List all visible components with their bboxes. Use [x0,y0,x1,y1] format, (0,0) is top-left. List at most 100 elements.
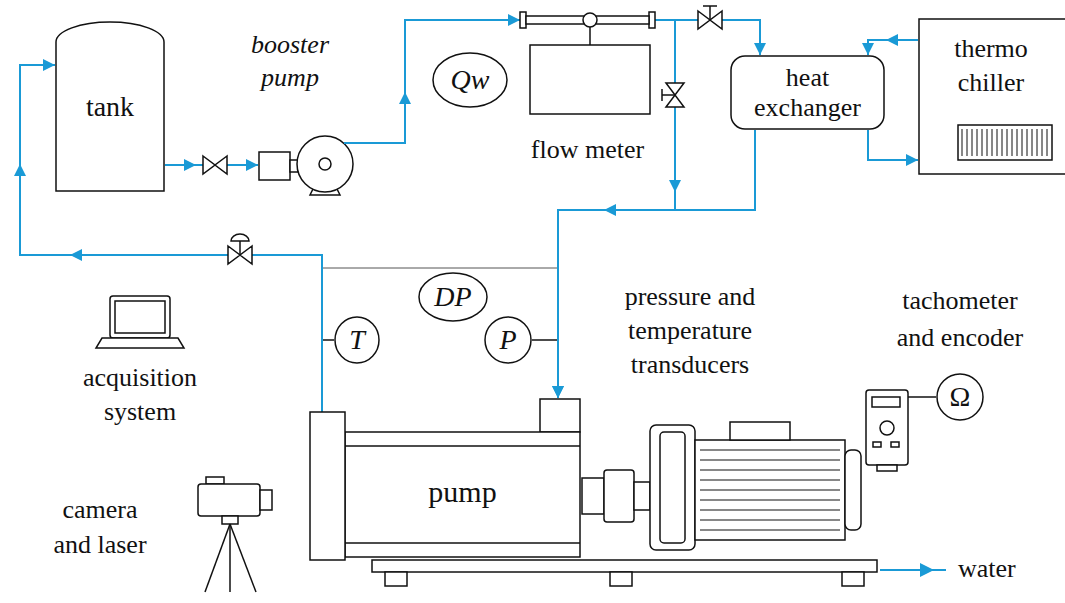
valve-part [703,5,717,7]
drive-unit-part [877,465,897,471]
camera-icon-part [198,484,260,516]
valve-part [662,94,675,96]
temperature-transducer-shape [335,317,379,363]
motor-part [730,422,790,440]
base-frame-part [372,560,877,572]
laptop-icon-part [115,301,165,333]
water-pipe [356,20,520,143]
motor-fins-part [700,460,840,461]
test-pump-shape [310,398,580,560]
flow-arrow-part [886,34,898,46]
base-frame-part [385,572,407,586]
booster-pump-outline [258,135,356,195]
tachometer-caption: tachometer and encoder [885,282,1035,356]
legend-text: water [958,553,1016,585]
pressure-transducer: P [484,316,532,364]
tachometer-encoder: Ω [936,373,984,421]
coupling-part [604,470,634,522]
base-frame-part [842,572,864,586]
node-label: DP [434,280,471,314]
node-label: flow meter [505,134,670,165]
drive-unit [866,390,936,471]
node-label: Qw [451,63,490,97]
water-pipe [655,20,760,55]
flow-arrow-part [604,204,616,216]
node-label: pump [345,474,580,510]
tachometer-encoder-shape [937,374,983,420]
valve [698,6,722,29]
flow-arrow-part [70,249,82,261]
valve-part [203,156,227,174]
drive-unit-part [880,421,894,435]
motor-fins-part [700,510,840,511]
node-label: heat exchanger [748,63,868,123]
flow-gauge-shape [433,53,507,107]
control-valve-part [231,234,249,241]
camera-icon-part [222,516,238,524]
temperature-transducer: T [334,316,380,364]
flow-meter-shape [520,12,655,114]
pressure-transducer-shape [485,317,531,363]
flow-meter: flow meter [520,8,655,115]
test-pump: pump [308,398,582,560]
sensor-taps-part [532,339,558,341]
valve-part [709,6,711,20]
control-valve [228,234,252,264]
motor-fins [700,450,840,530]
motor-fins-part [700,530,840,531]
laptop-icon-part [110,296,170,338]
camera-icon-part [205,524,230,592]
flow-arrow-part [184,159,196,171]
motor-fins-part [700,450,840,451]
drive-unit-part [872,397,900,407]
motor-part [660,432,685,543]
node-label: T [349,323,365,357]
drive-unit-part [866,390,908,465]
tank-vessel: tank [55,22,165,192]
laptop-icon [96,296,184,348]
drive-unit-part [908,396,936,398]
camera-icon-part [260,490,272,510]
motor-fins-part [700,520,840,521]
camera-caption: camera and laser [44,492,156,562]
valve [662,83,684,107]
control-valve-part [239,241,241,255]
legend-sample [878,560,953,580]
camera-icon-part [206,477,224,484]
motor-fins-part [700,500,840,501]
drive-unit-part [891,442,899,447]
camera-icon [198,477,272,592]
valve-part [661,89,663,101]
node-label: booster pump [235,28,345,94]
node-label: P [499,323,516,357]
tank-vessel-shape [56,22,164,191]
booster-pump: booster pump [258,135,356,195]
motor-part [695,440,845,540]
motor-fins-part [700,470,840,471]
booster-pump-shape [259,136,356,195]
base-frame-part [610,572,632,586]
thermo-chiller: thermo chiller [918,18,1065,175]
motor [650,422,861,550]
coupling-part [582,478,604,514]
flow-meter-outline [520,8,655,115]
motor-fins-part [700,480,840,481]
legend-arrow [920,563,934,577]
drive-unit-part [873,442,881,447]
flow-gauge: Qw [432,52,508,108]
motor-part [845,450,861,530]
heat-exchanger-shape [731,56,884,129]
motor-fins-part [700,490,840,491]
coupling-part [634,482,650,510]
thermo-chiller-shape [919,19,1065,174]
flow-arrow-part [14,164,26,176]
node-label: thermo chiller [936,32,1046,100]
node-label: Ω [950,380,971,414]
node-label: tank [86,90,134,124]
dp-transducer: DP [418,272,488,322]
base-frame [372,560,877,586]
sensor-taps-part [322,268,558,269]
camera-icon-part [230,524,256,592]
flow-arrow-part [399,92,411,104]
